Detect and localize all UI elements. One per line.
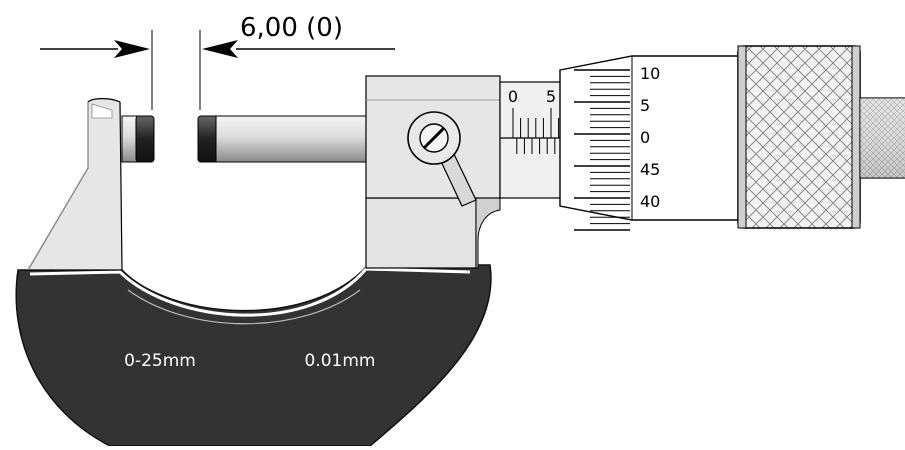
sleeve-label-0: 0 xyxy=(508,87,518,106)
frame-column-fillet xyxy=(475,197,501,269)
frame-resolution-label: 0.01mm xyxy=(305,351,376,371)
anvil-face xyxy=(135,115,155,163)
thimble-label-10: 10 xyxy=(640,64,660,83)
frame-column xyxy=(365,75,501,269)
spindle xyxy=(197,115,373,163)
lock-knob xyxy=(407,111,477,207)
knurled-grip-right-rim xyxy=(851,45,861,229)
dimension-left-arrowhead xyxy=(114,40,150,58)
sleeve-body xyxy=(499,81,563,199)
frame-column-body xyxy=(365,197,477,269)
anvil-post xyxy=(26,98,123,271)
frame-body xyxy=(15,264,492,447)
thimble: 10 5 0 45 40 xyxy=(559,55,741,231)
lock-screw-slot xyxy=(422,126,446,150)
ratchet-stop[interactable] xyxy=(859,97,905,179)
spindle-body xyxy=(215,115,373,163)
dimension-indicator: 6,00 (0) xyxy=(40,13,395,110)
knurled-grip-body[interactable] xyxy=(737,45,861,229)
thimble-ticks xyxy=(574,69,630,231)
thimble-knurled-grip[interactable] xyxy=(737,45,861,229)
sleeve-ticks xyxy=(512,108,560,154)
ratchet-stop-shading xyxy=(860,98,905,178)
anvil-post-highlight xyxy=(91,103,113,119)
thimble-label-45: 45 xyxy=(640,160,660,179)
frame-range-label: 0-25mm xyxy=(124,351,196,371)
micrometer-frame: 0-25mm 0.01mm xyxy=(15,264,492,447)
anvil-post-edge xyxy=(27,102,89,271)
knurled-grip-left-rim xyxy=(737,45,747,229)
anvil xyxy=(121,115,155,163)
thimble-label-40: 40 xyxy=(640,192,660,211)
anvil-post-body xyxy=(26,98,123,271)
thimble-label-5: 5 xyxy=(640,96,650,115)
sleeve-label-5: 5 xyxy=(546,87,556,106)
reading-value: 6,00 (0) xyxy=(240,13,343,43)
dimension-right-arrowhead xyxy=(202,40,238,58)
spindle-face xyxy=(197,115,219,163)
frame-inner-bevel xyxy=(127,289,361,325)
frame-highlight xyxy=(29,267,471,317)
thimble-label-0: 0 xyxy=(640,128,650,147)
sleeve: 0 5 xyxy=(499,81,563,199)
